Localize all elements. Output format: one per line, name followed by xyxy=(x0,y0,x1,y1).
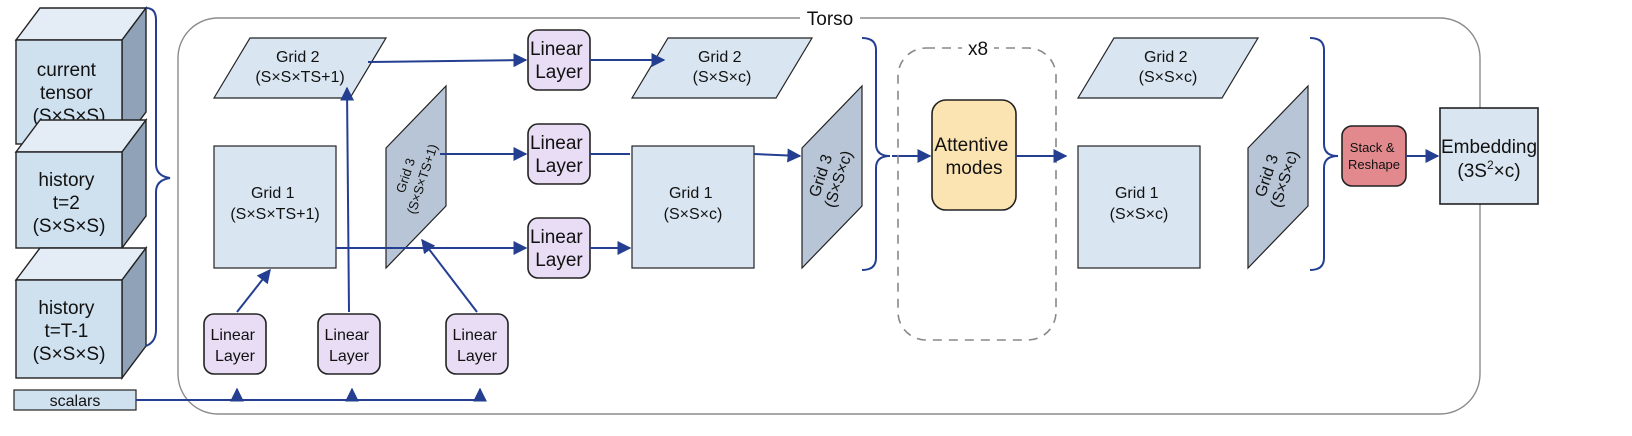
linear-layer-bottom-1: Linear Layer xyxy=(203,313,267,375)
current-tensor-line2: tensor xyxy=(40,83,93,104)
svg-text:Embedding: Embedding xyxy=(1441,137,1537,158)
grid1-mid-shape: (S×S×c) xyxy=(664,206,723,223)
linear-layer-bottom-3-line2: Layer xyxy=(457,348,498,365)
svg-text:Grid 1 (S×S×TS+1): Grid 1 (S×S×TS+1) xyxy=(230,185,319,223)
svg-text:Grid 2 (S×S×TS+1): Grid 2 (S×S×TS+1) xyxy=(255,49,344,86)
linear-layer-mid-center-line2: Layer xyxy=(535,156,583,177)
grid3-input: Grid 3 (S×S×TS+1) xyxy=(385,84,447,270)
current-tensor-line1: current xyxy=(37,60,97,81)
linear-layer-mid-top: Linear Layer xyxy=(527,29,591,91)
linear-layer-bottom-2-line1: Linear xyxy=(325,327,370,344)
grid2-mid: Grid 2 (S×S×c) xyxy=(630,37,814,99)
svg-text:Linear Layer: Linear Layer xyxy=(530,39,588,83)
grid2-mid-title: Grid 2 xyxy=(698,49,742,66)
linear-layer-bottom-3-line1: Linear xyxy=(453,327,498,344)
grid1-input-title: Grid 1 xyxy=(251,185,295,202)
svg-text:Linear Layer: Linear Layer xyxy=(530,133,588,177)
bottom-linear-connectors xyxy=(236,86,478,313)
linear-layer-bottom-2-line2: Layer xyxy=(329,348,370,365)
grid2-mid-shape: (S×S×c) xyxy=(693,69,752,86)
input-brace xyxy=(145,7,171,347)
linear-layer-bottom-1-line2: Layer xyxy=(215,348,256,365)
embedding-title: Embedding xyxy=(1441,137,1537,158)
attentive-modes-line2: modes xyxy=(945,158,1002,179)
linear-layer-mid-bottom-line2: Layer xyxy=(535,250,583,271)
svg-text:(3S2×c): (3S2×c) xyxy=(1457,158,1520,182)
grid1-out: Grid 1 (S×S×c) xyxy=(1077,145,1201,269)
linear-layer-bottom-2: Linear Layer xyxy=(317,313,381,375)
svg-text:Grid 2 (S×S×c): Grid 2 (S×S×c) xyxy=(1139,49,1198,86)
scalars-connectors xyxy=(136,387,487,402)
scalars-label: scalars xyxy=(50,393,101,410)
linear-to-grid-connectors xyxy=(590,53,800,255)
grid2-input: Grid 2 (S×S×TS+1) xyxy=(212,37,388,99)
stack-reshape-block: Stack & Reshape xyxy=(1341,125,1407,187)
linear-layer-mid-bottom-line1: Linear xyxy=(530,227,583,248)
grid2-input-shape: (S×S×TS+1) xyxy=(255,69,344,86)
grid1-input-shape: (S×S×TS+1) xyxy=(230,206,319,223)
torso-title: Torso xyxy=(807,9,853,30)
grid-to-linear-connectors xyxy=(336,53,528,255)
history-t2-shape: (S×S×S) xyxy=(33,216,106,237)
svg-text:history t=2 (S×S×S: history t=2 (S×S×S) xyxy=(33,170,106,237)
svg-text:current tensor (S×: current tensor (S×S×S) xyxy=(33,60,106,127)
grid1-out-title: Grid 1 xyxy=(1115,185,1159,202)
linear-layer-bottom-3: Linear Layer xyxy=(445,313,509,375)
linear-layer-mid-center-line1: Linear xyxy=(530,133,583,154)
svg-text:Linear Layer: Linear Layer xyxy=(211,327,260,365)
linear-layer-mid-bottom: Linear Layer xyxy=(527,217,591,279)
embedding-shape-prefix: (3S xyxy=(1457,161,1487,182)
grid1-mid: Grid 1 (S×S×c) xyxy=(631,145,755,269)
history-tT1-line2: t=T-1 xyxy=(44,321,88,342)
history-t2-cube: history t=2 (S×S×S) xyxy=(14,117,148,251)
grid2-out-shape: (S×S×c) xyxy=(1139,69,1198,86)
grid1-mid-title: Grid 1 xyxy=(669,185,713,202)
grid2-out-title: Grid 2 xyxy=(1144,49,1188,66)
svg-text:Linear Layer: Linear Layer xyxy=(453,327,502,365)
linear-layer-mid-center: Linear Layer xyxy=(527,123,591,185)
grid3-mid: Grid 3 (S×S×c) xyxy=(801,84,863,270)
svg-text:Attentive modes: Attentive modes xyxy=(934,135,1013,179)
attentive-modes-line1: Attentive xyxy=(934,135,1008,156)
attention-repeat-label: x8 xyxy=(968,39,988,60)
history-tT1-shape: (S×S×S) xyxy=(33,344,106,365)
embedding-shape-suffix: ×c) xyxy=(1494,161,1521,182)
svg-text:Linear Layer: Linear Layer xyxy=(530,227,588,271)
mid-brace xyxy=(861,37,891,271)
stack-reshape-line1: Stack & xyxy=(1350,140,1395,155)
embedding-block: Embedding (3S2×c) xyxy=(1439,107,1539,205)
linear-layer-mid-top-line2: Layer xyxy=(535,62,583,83)
embedding-shape-sup: 2 xyxy=(1487,158,1494,172)
grid1-out-shape: (S×S×c) xyxy=(1110,206,1169,223)
stack-reshape-line2: Reshape xyxy=(1348,157,1400,172)
history-tT1-line1: history xyxy=(38,298,94,319)
grid1-input: Grid 1 (S×S×TS+1) xyxy=(213,145,337,269)
history-t2-line1: history xyxy=(38,170,94,191)
svg-text:Grid 1 (S×S×c): Grid 1 (S×S×c) xyxy=(664,185,723,223)
linear-layer-bottom-1-line1: Linear xyxy=(211,327,256,344)
svg-text:Linear Layer: Linear Layer xyxy=(325,327,374,365)
history-t2-line2: t=2 xyxy=(53,193,80,214)
linear-layer-mid-top-line1: Linear xyxy=(530,39,583,60)
output-brace xyxy=(1309,37,1339,271)
attentive-modes-block: Attentive modes xyxy=(931,99,1017,211)
grid2-input-title: Grid 2 xyxy=(276,49,320,66)
svg-text:history t=T-1 (S×S: history t=T-1 (S×S×S) xyxy=(33,298,106,365)
grid3-out: Grid 3 (S×S×c) xyxy=(1247,84,1309,270)
history-tT1-cube: history t=T-1 (S×S×S) xyxy=(14,245,148,381)
svg-text:Grid 2 (S×S×c): Grid 2 (S×S×c) xyxy=(693,49,752,86)
grid2-out: Grid 2 (S×S×c) xyxy=(1076,37,1260,99)
svg-text:Stack & Reshape: Stack & Reshape xyxy=(1348,140,1400,172)
svg-text:Grid 1 (S×S×c): Grid 1 (S×S×c) xyxy=(1110,185,1169,223)
